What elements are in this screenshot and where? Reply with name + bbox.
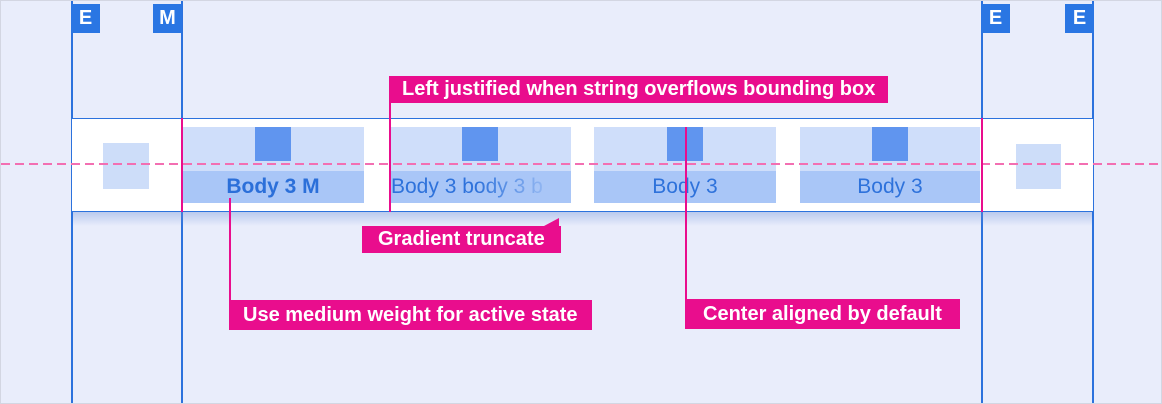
callout-center-aligned: Center aligned by default: [685, 299, 960, 329]
connector-left-justified: [389, 102, 391, 212]
spacing-marker-e-left: E: [71, 4, 100, 33]
spacing-marker-e-right: E: [1065, 4, 1094, 33]
tab-icon-placeholder-icon: [872, 127, 908, 161]
gradient-truncate-overlay: [476, 171, 571, 203]
callout-left-justified: Left justified when string overflows bou…: [389, 76, 889, 103]
tab-label-default: Body 3: [800, 171, 980, 203]
tab-icon-placeholder-icon: [462, 127, 498, 161]
leading-icon-placeholder: [103, 143, 149, 189]
tab-label-truncated: Body 3 body 3 b: [389, 171, 571, 203]
spacing-marker-m-left: M: [153, 4, 182, 33]
trailing-icon-placeholder: [1016, 144, 1061, 189]
tab-active[interactable]: Body 3 M: [182, 127, 364, 203]
tab-label-active: Body 3 M: [182, 171, 364, 203]
margin-measure-line-left: [181, 118, 183, 212]
tab-bar-shadow: [73, 212, 1092, 226]
callout-medium-weight: Use medium weight for active state: [229, 300, 592, 330]
connector-medium-weight: [229, 198, 231, 301]
spacing-marker-e-right-inner: E: [981, 4, 1010, 33]
tab-truncated[interactable]: Body 3 body 3 b: [389, 127, 571, 203]
margin-measure-line-right: [981, 118, 983, 212]
tab-icon-placeholder-icon: [255, 127, 291, 161]
callout-gradient-truncate: Gradient truncate: [362, 218, 561, 253]
callout-pointer-up-icon: [543, 218, 559, 226]
tab-default-2[interactable]: Body 3: [800, 127, 980, 203]
callout-gradient-text: Gradient truncate: [378, 228, 545, 250]
baseline-dashed-guide: [1, 163, 1161, 165]
connector-center-aligned: [685, 127, 687, 300]
